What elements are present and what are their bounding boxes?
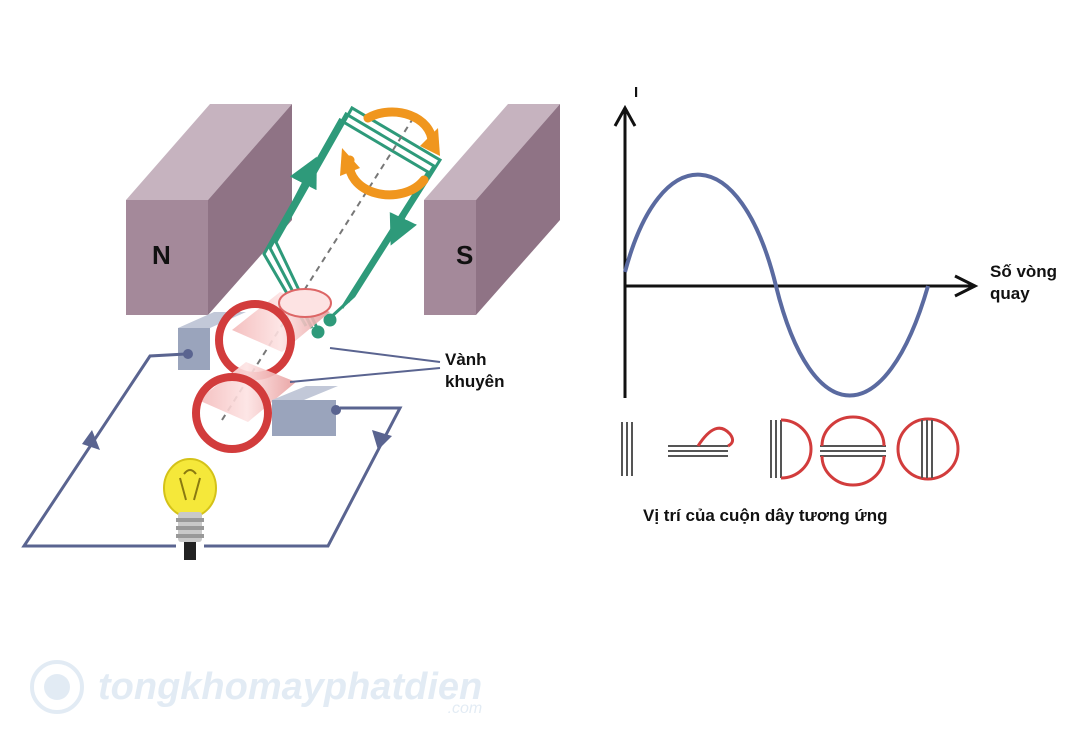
axis-x-label-line1: Số vòng — [990, 262, 1058, 281]
rotation-arrow-icon — [340, 107, 440, 200]
coil-position-caption: Vị trí của cuộn dây tương ứng — [643, 506, 888, 525]
watermark-name: tongkhomayphatdien — [98, 665, 483, 708]
coil-position-0-icon — [621, 422, 633, 476]
light-bulb-icon — [163, 458, 217, 560]
coil-position-icons — [621, 415, 960, 487]
slip-ring-label-line2: khuyên — [445, 372, 505, 391]
slip-ring-pointer-lines — [289, 347, 441, 383]
slip-ring-label-line1: Vành — [445, 350, 487, 369]
magnet-south — [424, 104, 560, 315]
watermark: tongkhomayphatdien .com — [30, 660, 483, 717]
pole-north-label: N — [152, 240, 171, 270]
slip-ring-lower — [192, 362, 296, 453]
graph-axes — [613, 104, 979, 398]
axis-y-label: I — [634, 84, 639, 101]
coil-position-1-icon — [668, 426, 735, 457]
magnet-north — [126, 104, 292, 315]
coil-position-3-icon — [820, 415, 886, 487]
axis-x-label-line2: quay — [990, 284, 1030, 303]
slip-ring-label: Vành khuyên — [445, 349, 505, 393]
axis-x-label: Số vòng quay — [990, 261, 1057, 305]
watermark-text: tongkhomayphatdien .com — [98, 665, 483, 717]
coil-position-2-icon — [770, 418, 813, 480]
circle-logo-icon — [30, 660, 84, 714]
pole-south-label: S — [456, 240, 474, 270]
current-sine-curve — [623, 172, 930, 398]
rotating-coil — [262, 105, 443, 339]
brush-bottom — [272, 386, 341, 436]
circuit-wire — [21, 352, 403, 548]
coil-position-4-icon — [896, 417, 960, 481]
watermark-suffix: .com — [447, 699, 483, 717]
brush-top — [178, 312, 246, 370]
